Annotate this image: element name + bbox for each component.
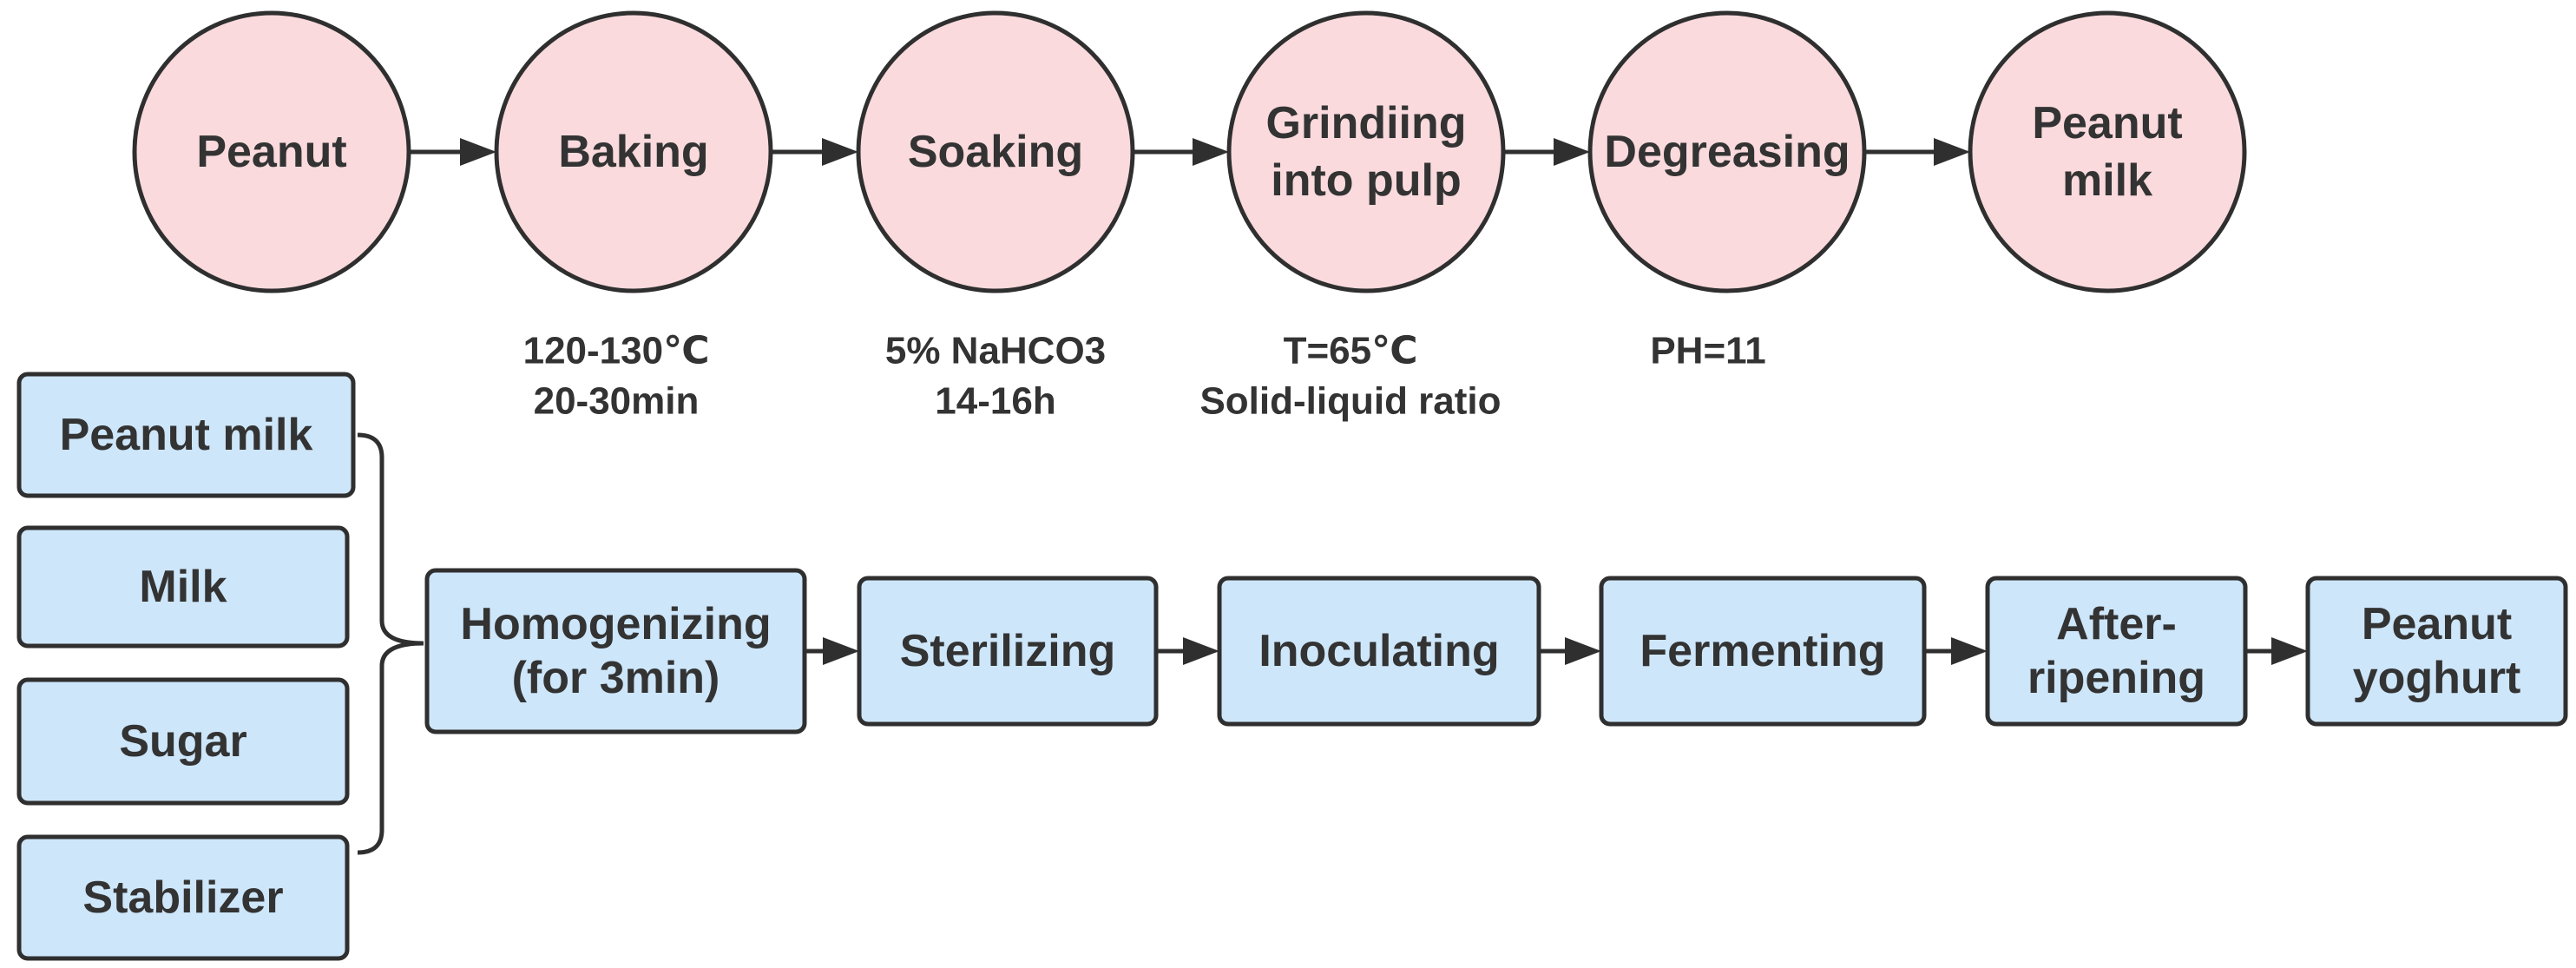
process-box-homogenizing	[424, 568, 807, 734]
top-arrow-3-head	[1193, 138, 1229, 166]
condition-soaking: 5% NaHCO3	[885, 330, 1106, 372]
condition-soaking: 14-16h	[935, 380, 1055, 423]
top-arrow-1-head	[460, 138, 496, 166]
process-box-peanut-yoghurt	[2305, 576, 2568, 727]
circle-node-peanut	[132, 10, 411, 293]
process-box-sterilizing	[857, 576, 1159, 727]
condition-grinding: Solid-liquid ratio	[1199, 380, 1501, 423]
process-label-peanut-yoghurt: Peanut	[2362, 599, 2512, 649]
nodes	[16, 10, 2568, 961]
bottom-arrow-2-head	[1183, 637, 1219, 665]
connectors	[357, 138, 2308, 855]
circle-label-peanut-milk: milk	[2062, 155, 2152, 206]
process-box-inoculating	[1217, 576, 1541, 727]
bottom-arrow-3-head	[1565, 637, 1601, 665]
top-arrow-4-head	[1554, 138, 1590, 166]
bottom-arrow-4-head	[1951, 637, 1988, 665]
process-box-fermenting	[1599, 576, 1927, 727]
ingredient-label-milk: Milk	[139, 562, 227, 612]
ingredient-box-sugar	[16, 677, 350, 806]
process-label-after-ripening: After-	[2056, 599, 2177, 649]
circle-label-baking: Baking	[558, 127, 708, 177]
circle-node-grinding	[1226, 10, 1506, 293]
process-label-sterilizing: Sterilizing	[900, 626, 1115, 676]
process-box-after-ripening	[1985, 576, 2248, 727]
circle-label-soaking: Soaking	[908, 127, 1083, 177]
circle-label-peanut-milk: Peanut	[2032, 98, 2182, 148]
circle-node-degreasing	[1587, 10, 1867, 293]
ingredient-label-peanut-milk: Peanut milk	[60, 410, 313, 460]
condition-baking: 120-130℃	[523, 330, 710, 372]
condition-degreasing: PH=11	[1650, 330, 1765, 372]
ingredient-label-sugar: Sugar	[119, 716, 246, 767]
circle-node-peanut-milk	[1968, 10, 2247, 293]
process-label-homogenizing: Homogenizing	[460, 599, 771, 649]
process-label-peanut-yoghurt: yoghurt	[2353, 653, 2521, 703]
top-arrow-2-head	[822, 138, 858, 166]
ingredient-label-stabilizer: Stabilizer	[82, 873, 283, 923]
circle-label-grinding: Grindiing	[1265, 98, 1466, 148]
circle-label-peanut: Peanut	[196, 127, 346, 177]
process-label-fermenting: Fermenting	[1640, 626, 1885, 676]
bottom-arrow-1-head	[823, 637, 859, 665]
process-label-homogenizing: (for 3min)	[512, 653, 720, 703]
process-label-after-ripening: ripening	[2027, 653, 2205, 703]
circle-label-degreasing: Degreasing	[1604, 127, 1850, 177]
ingredient-box-peanut-milk	[16, 372, 356, 498]
circle-node-baking	[494, 10, 773, 293]
circle-label-grinding: into pulp	[1271, 155, 1461, 206]
ingredient-box-stabilizer	[16, 834, 350, 961]
process-label-inoculating: Inoculating	[1258, 626, 1499, 676]
ingredient-box-milk	[16, 525, 350, 649]
condition-grinding: T=65℃	[1284, 330, 1418, 372]
top-arrow-5-head	[1934, 138, 1970, 166]
bottom-arrow-5-head	[2271, 637, 2308, 665]
ingredients-brace	[357, 432, 424, 855]
condition-baking: 20-30min	[534, 380, 700, 423]
circle-node-soaking	[856, 10, 1135, 293]
